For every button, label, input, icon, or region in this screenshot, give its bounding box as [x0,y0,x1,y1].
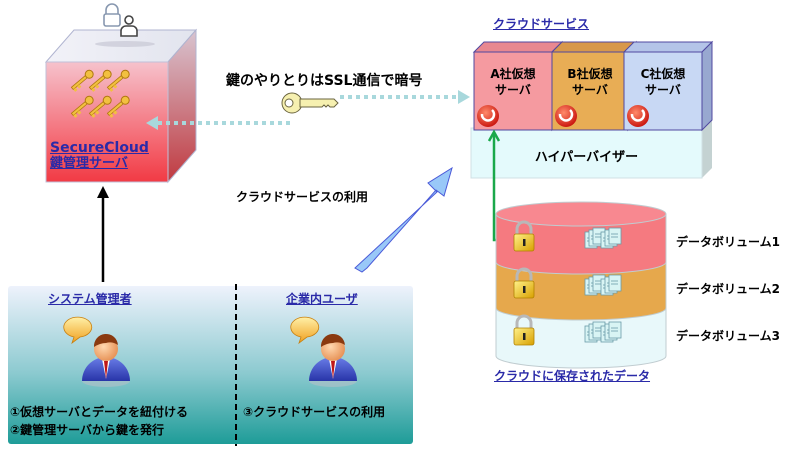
ssl-arrow [146,90,470,130]
lock-user-icon [103,3,138,37]
golden-key-icon [88,69,112,92]
usage-label: クラウドサービスの利用 [236,190,369,204]
golden-key-icon [70,95,94,118]
padlock-icon [513,314,535,346]
usage-arrow [354,166,453,273]
volume-2-label: データボリューム2 [676,282,780,296]
vm-a-label-line1: A社仮想 [490,67,536,81]
vm-c-label-line1: C社仮想 [640,67,686,81]
corp-user-title: 企業内ユーザ [286,292,358,306]
golden-key-icon [106,69,130,92]
vm-a-label: A社仮想 サーバ [474,66,552,98]
storage-cylinder [495,201,667,369]
admin-step-2: ②鍵管理サーバから鍵を発行 [10,423,165,437]
vm-a-label-line2: サーバ [495,83,531,97]
padlock-icon [513,220,535,252]
vm-b-label-line1: B社仮想 [567,67,613,81]
admin-to-server-arrow [97,186,109,282]
vm-b-label: B社仮想 サーバ [552,66,628,98]
golden-key-icon [106,95,130,118]
key-icon [281,92,339,114]
trendmicro-logo-c [627,105,649,127]
vm-b-label-line2: サーバ [572,83,608,97]
admin-person-icon [63,316,130,387]
vm-c-label-line2: サーバ [645,83,681,97]
key-server-title-line1: SecureCloud [50,140,149,156]
corp-step-1: ③クラウドサービスの利用 [243,405,386,419]
corp-person-icon [290,316,357,387]
cloud-services-title: クラウドサービス [493,17,590,31]
golden-key-icon [88,95,112,118]
hypervisor-label: ハイパーバイザー [534,150,639,165]
admin-steps: ①仮想サーバとデータを紐付ける ②鍵管理サーバから鍵を発行 [10,403,188,439]
trendmicro-logo-a [477,105,499,127]
corp-steps: ③クラウドサービスの利用 [243,403,385,421]
documents-icon [584,274,622,296]
trendmicro-logo-b [555,105,577,127]
key-server-title: SecureCloud 鍵管理サーバ [50,140,149,172]
documents-icon [584,321,622,343]
admin-step-1: ①仮想サーバとデータを紐付ける [10,405,189,419]
stored-data-title: クラウドに保存されたデータ [494,369,651,383]
vm-c-label: C社仮想 サーバ [624,66,702,98]
volume-3-label: データボリューム3 [676,329,780,343]
key-server-cube [44,28,198,184]
admin-title: システム管理者 [48,292,132,306]
key-cluster [70,69,130,118]
volume-icons [513,220,622,346]
padlock-icon [513,267,535,299]
documents-icon [584,227,622,249]
golden-key-icon [70,69,94,92]
ssl-label: 鍵のやりとりはSSL通信で暗号 [226,73,423,89]
key-server-title-line2: 鍵管理サーバ [50,156,128,171]
volume-1-label: データボリューム1 [676,235,780,249]
